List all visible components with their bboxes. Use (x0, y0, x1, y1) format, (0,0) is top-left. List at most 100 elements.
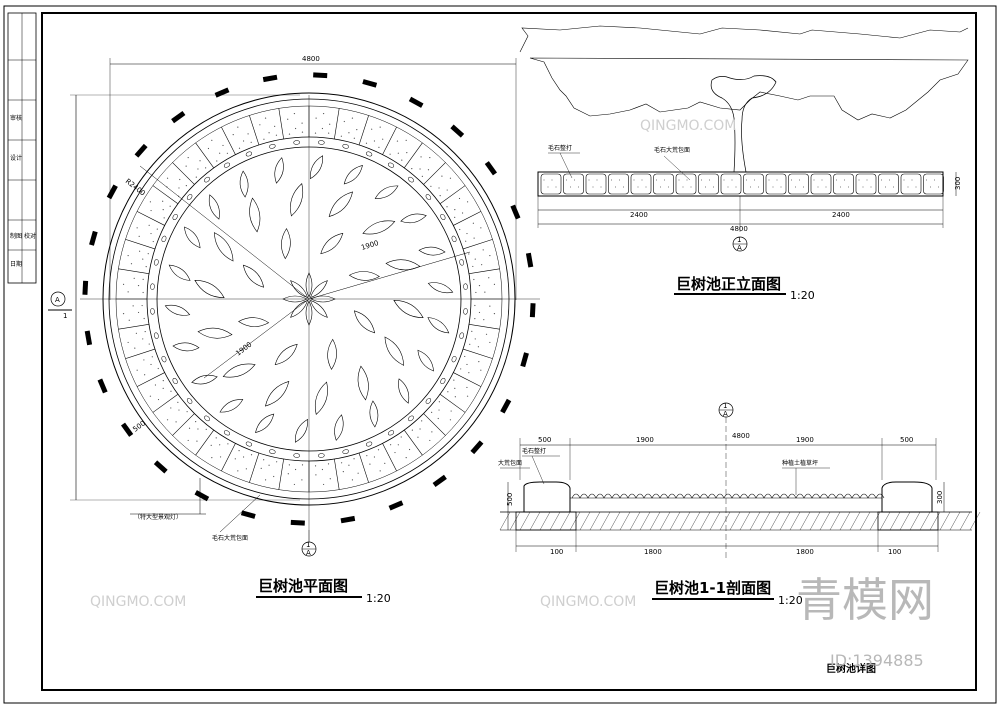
elevation-stone-block (653, 173, 674, 195)
landscape-light (388, 500, 404, 511)
stone-texture-dot (178, 187, 180, 189)
leaf-shape (353, 310, 376, 334)
ground-hatch-line (629, 511, 641, 531)
elevation-stone-block (765, 173, 787, 195)
stone-texture-dot (157, 398, 160, 401)
stone-texture-dot (405, 139, 407, 142)
stone-texture-dot (449, 419, 452, 421)
stone-texture-dot (619, 179, 620, 181)
leaf-shape (274, 343, 298, 366)
edge-oval (172, 213, 178, 220)
watermark-site-2: QINGMO.COM (640, 118, 736, 134)
sheet-border-outer (3, 5, 997, 704)
section-note-a: 毛石整打 (522, 447, 546, 455)
plan-note-stone: 毛石大荒包面 (212, 534, 248, 542)
edge-oval (161, 355, 167, 363)
stone-texture-dot (178, 409, 180, 411)
stone-texture-dot (263, 459, 265, 461)
stone-block-joint (468, 268, 500, 274)
stone-texture-dot (813, 179, 815, 181)
leaf-shape (168, 264, 191, 281)
elevation-stone-block (720, 173, 742, 195)
stone-texture-dot (264, 479, 267, 481)
lawn-mound (755, 493, 765, 499)
lawn-mound (723, 493, 733, 499)
landscape-light (525, 252, 534, 268)
stone-texture-dot (122, 312, 125, 315)
stone-block-joint (152, 185, 179, 205)
lawn-mound (875, 493, 885, 499)
stone-block-joint (125, 239, 156, 250)
edge-oval (186, 398, 193, 404)
stone-texture-dot (431, 411, 433, 413)
plan-title: 巨树池平面图 (258, 577, 348, 595)
edge-oval (150, 308, 155, 315)
stone-texture-dot (138, 235, 140, 237)
stone-texture-dot (844, 179, 845, 181)
lawn-mound (595, 493, 605, 499)
watermark-id: ID:1394885 (830, 651, 924, 670)
stone-texture-dot (394, 451, 396, 454)
landscape-light (120, 422, 134, 437)
stone-texture-dot (478, 311, 481, 314)
stone-texture-dot (169, 205, 171, 207)
stone-texture-dot (373, 456, 376, 458)
stone-texture-dot (353, 458, 355, 460)
landscape-light (194, 490, 210, 502)
stone-block-joint (136, 211, 165, 226)
ground-hatch-line (939, 511, 951, 531)
stone-texture-dot (144, 330, 146, 333)
lawn-mound (811, 493, 821, 499)
stone-texture-dot (438, 187, 440, 189)
stone-texture-dot (461, 212, 464, 214)
stone-texture-dot (134, 347, 136, 349)
elevation-dim-height: 300 (954, 177, 962, 190)
section-top-dim-4: 1900 (796, 436, 814, 444)
lawn-mound (627, 493, 637, 499)
lawn-mound (683, 493, 693, 499)
lawn-mound (787, 493, 797, 499)
ground-hatch-line (529, 511, 541, 531)
stone-texture-dot (592, 186, 594, 188)
edge-oval (388, 162, 395, 168)
elevation-stone-block (878, 173, 899, 195)
landscape-light (408, 96, 424, 108)
stone-texture-dot (273, 475, 275, 478)
stone-texture-dot (690, 186, 692, 188)
elevation-stone-block (743, 173, 764, 195)
edge-oval (408, 176, 414, 183)
stone-block-joint (195, 429, 215, 456)
leaf-shape (314, 381, 328, 415)
leaf-shape (238, 317, 270, 327)
stone-texture-dot (321, 468, 324, 471)
plan-lights (82, 72, 536, 526)
stone-texture-dot (227, 443, 229, 445)
lawn-mound (571, 493, 581, 499)
stone-texture-dot (934, 179, 935, 181)
plan-section-mark-left: A (55, 296, 60, 304)
stone-block-joint (125, 348, 156, 359)
landscape-light (97, 378, 108, 394)
landscape-light (450, 124, 465, 138)
stone-texture-dot (353, 137, 355, 139)
stone-texture-dot (438, 401, 440, 403)
ground-hatch-line (809, 511, 821, 531)
stone-texture-dot (473, 278, 475, 281)
stone-texture-dot (555, 186, 557, 188)
stone-texture-dot (287, 118, 289, 120)
lawn-mound (691, 493, 701, 499)
title-block: 审核 设计 制图 校对 日期 (7, 12, 37, 284)
stone-texture-dot (219, 456, 222, 458)
stone-texture-dot (489, 254, 491, 257)
elevation-dim-right: 2400 (832, 211, 850, 219)
stone-texture-dot (454, 387, 456, 389)
ground-hatch-line (829, 511, 841, 531)
section-bottom-dim-2: 1800 (644, 548, 662, 556)
section-wall-left (523, 481, 571, 513)
stone-texture-dot (215, 437, 217, 439)
stone-texture-dot (803, 186, 804, 188)
section-top-dim-3: 4800 (732, 432, 750, 440)
stone-texture-dot (907, 186, 909, 188)
edge-oval (463, 283, 468, 290)
lawn-mound (851, 493, 861, 499)
